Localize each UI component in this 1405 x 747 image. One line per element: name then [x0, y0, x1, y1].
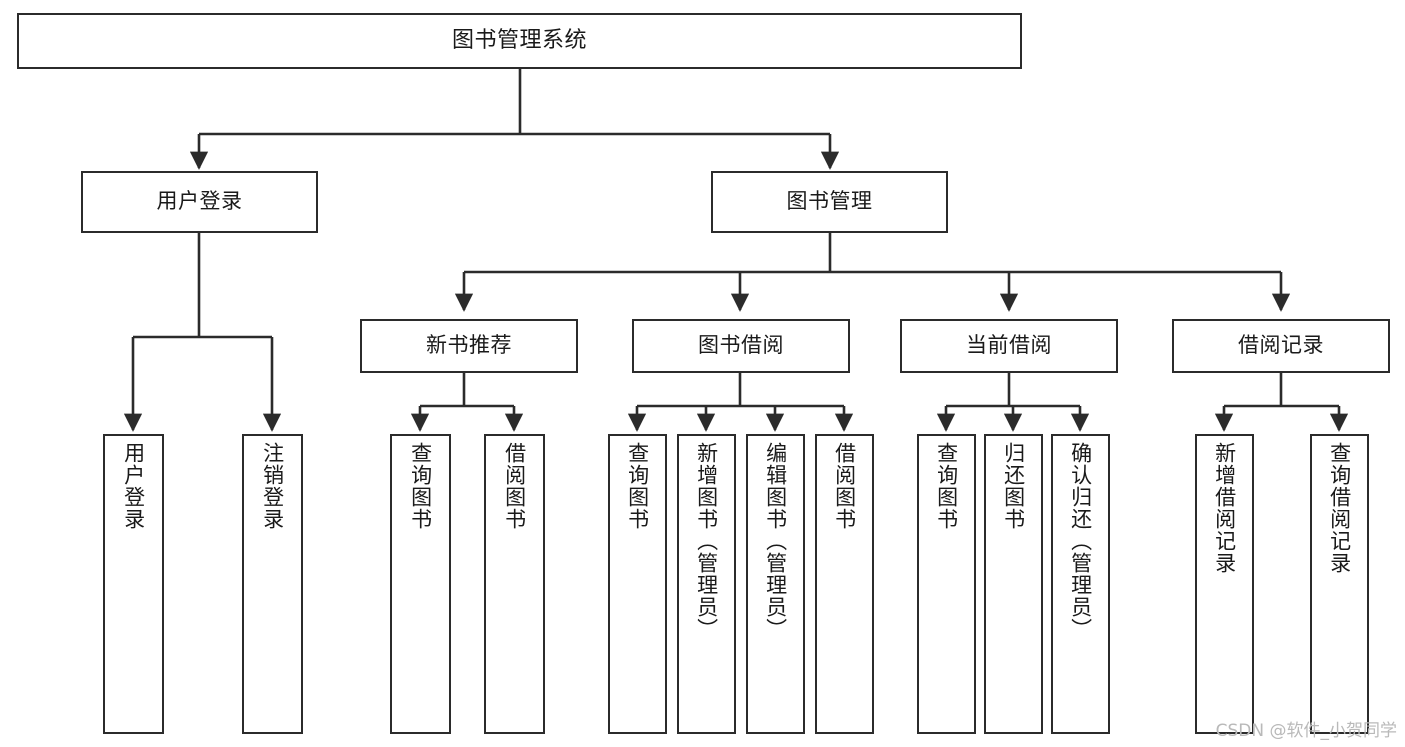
node-root-system[interactable]: 图书管理系统: [17, 13, 1022, 69]
node-current-borrow[interactable]: 当前借阅: [900, 319, 1118, 373]
node-borrow-record[interactable]: 借阅记录: [1172, 319, 1390, 373]
leaf-edit-book[interactable]: 编辑图书（管理员）: [746, 434, 805, 734]
leaf-query-record[interactable]: 查询借阅记录: [1310, 434, 1369, 734]
leaf-borrow-book-2[interactable]: 借阅图书: [815, 434, 874, 734]
leaf-label-borrow-book-1: 借阅图书: [502, 442, 527, 530]
node-label-current-borrow: 当前借阅: [966, 333, 1052, 358]
leaf-label-logout: 注销登录: [260, 442, 285, 530]
leaf-user-login[interactable]: 用户登录: [103, 434, 164, 734]
leaf-label-add-book: 新增图书（管理员）: [694, 442, 719, 640]
node-label-book-borrow: 图书借阅: [698, 333, 784, 358]
leaf-query-book-2[interactable]: 查询图书: [608, 434, 667, 734]
leaf-borrow-book-1[interactable]: 借阅图书: [484, 434, 545, 734]
node-book-manage[interactable]: 图书管理: [711, 171, 948, 233]
leaf-label-add-record: 新增借阅记录: [1212, 442, 1237, 574]
leaf-label-query-record: 查询借阅记录: [1327, 442, 1352, 574]
leaf-add-book[interactable]: 新增图书（管理员）: [677, 434, 736, 734]
node-label-book-manage: 图书管理: [786, 189, 873, 214]
csdn-watermark: CSDN @软件_小贺同学: [1215, 721, 1397, 741]
node-label-new-book-recommend: 新书推荐: [426, 333, 512, 358]
node-label-root: 图书管理系统: [451, 27, 587, 53]
leaf-return-book[interactable]: 归还图书: [984, 434, 1043, 734]
leaf-label-user-login: 用户登录: [121, 442, 146, 530]
node-new-book-recommend[interactable]: 新书推荐: [360, 319, 578, 373]
leaf-label-return-book: 归还图书: [1001, 442, 1026, 530]
leaf-label-edit-book: 编辑图书（管理员）: [763, 442, 788, 640]
leaf-confirm-return[interactable]: 确认归还（管理员）: [1051, 434, 1110, 734]
leaf-label-query-book-1: 查询图书: [408, 442, 433, 530]
leaf-label-confirm-return: 确认归还（管理员）: [1068, 442, 1093, 640]
node-book-borrow[interactable]: 图书借阅: [632, 319, 850, 373]
leaf-label-borrow-book-2: 借阅图书: [832, 442, 857, 530]
leaf-query-book-3[interactable]: 查询图书: [917, 434, 976, 734]
leaf-label-query-book-2: 查询图书: [625, 442, 650, 530]
leaf-add-record[interactable]: 新增借阅记录: [1195, 434, 1254, 734]
leaf-logout[interactable]: 注销登录: [242, 434, 303, 734]
leaf-query-book-1[interactable]: 查询图书: [390, 434, 451, 734]
leaf-label-query-book-3: 查询图书: [934, 442, 959, 530]
node-user-login[interactable]: 用户登录: [81, 171, 318, 233]
node-label-user-login: 用户登录: [156, 189, 243, 214]
node-label-borrow-record: 借阅记录: [1238, 333, 1324, 358]
